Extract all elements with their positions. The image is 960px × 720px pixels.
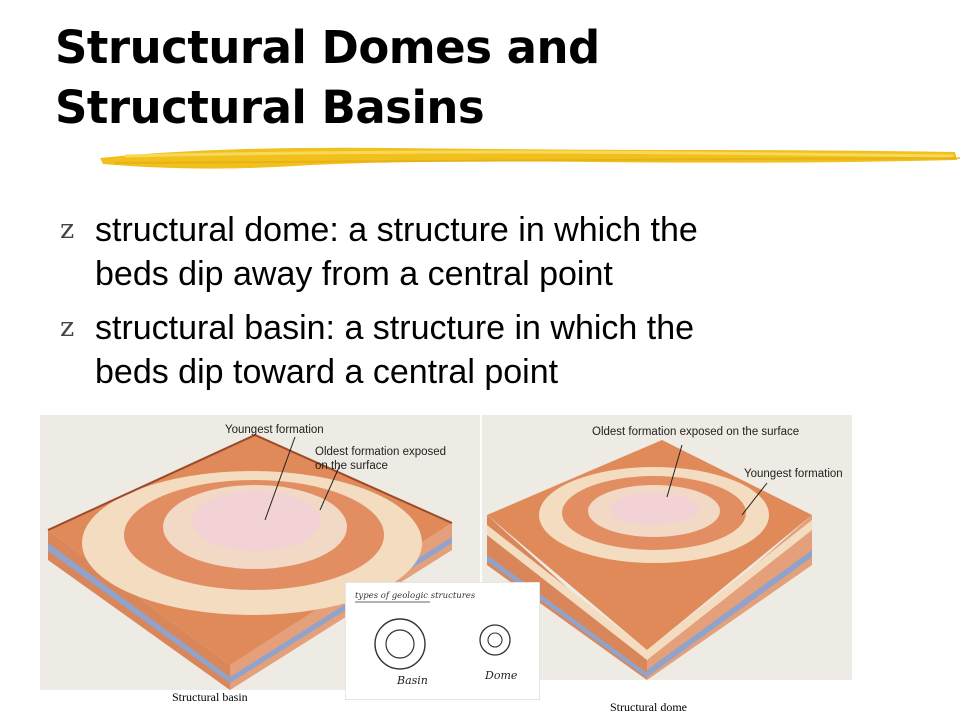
- bullet-icon: z: [60, 312, 75, 343]
- sketch-heading: types of geologic structures: [355, 591, 476, 601]
- basin-oldest-label-1: Oldest formation exposed: [315, 446, 446, 458]
- bullet-list: z structural dome: a structure in which …: [60, 208, 940, 404]
- basin-youngest-label: Youngest formation: [225, 424, 324, 436]
- sketch-dome-word: Dome: [484, 669, 518, 682]
- highlighter-stroke: [100, 147, 960, 169]
- basin-block-diagram: Youngest formation Oldest formation expo…: [40, 415, 480, 690]
- basin-caption: Structural basin: [172, 690, 248, 704]
- dome-oldest-label: Oldest formation exposed on the surface: [592, 426, 799, 438]
- title-line-1: Structural Domes and: [55, 21, 600, 74]
- bullet-dome: z structural dome: a structure in which …: [60, 208, 940, 296]
- bullet-basin-line2: beds dip toward a central point: [95, 353, 559, 391]
- bullet-dome-line1: structural dome: a structure in which th…: [95, 211, 698, 249]
- basin-oldest-label-2: on the surface: [315, 460, 388, 472]
- bullet-basin-line1: structural basin: a structure in which t…: [95, 309, 695, 347]
- bullet-icon: z: [60, 214, 75, 245]
- sketch-inset: types of geologic structures Basin Dome: [345, 582, 540, 700]
- dome-caption: Structural dome: [610, 700, 687, 714]
- slide-title: Structural Domes and Structural Basins: [55, 18, 600, 138]
- sketch-basin-word: Basin: [396, 674, 428, 687]
- dome-block-diagram: Oldest formation exposed on the surface …: [482, 415, 852, 680]
- bullet-dome-line2: beds dip away from a central point: [95, 255, 613, 293]
- bullet-basin: z structural basin: a structure in which…: [60, 306, 940, 394]
- dome-youngest-label: Youngest formation: [744, 468, 843, 480]
- title-line-2: Structural Basins: [55, 81, 485, 134]
